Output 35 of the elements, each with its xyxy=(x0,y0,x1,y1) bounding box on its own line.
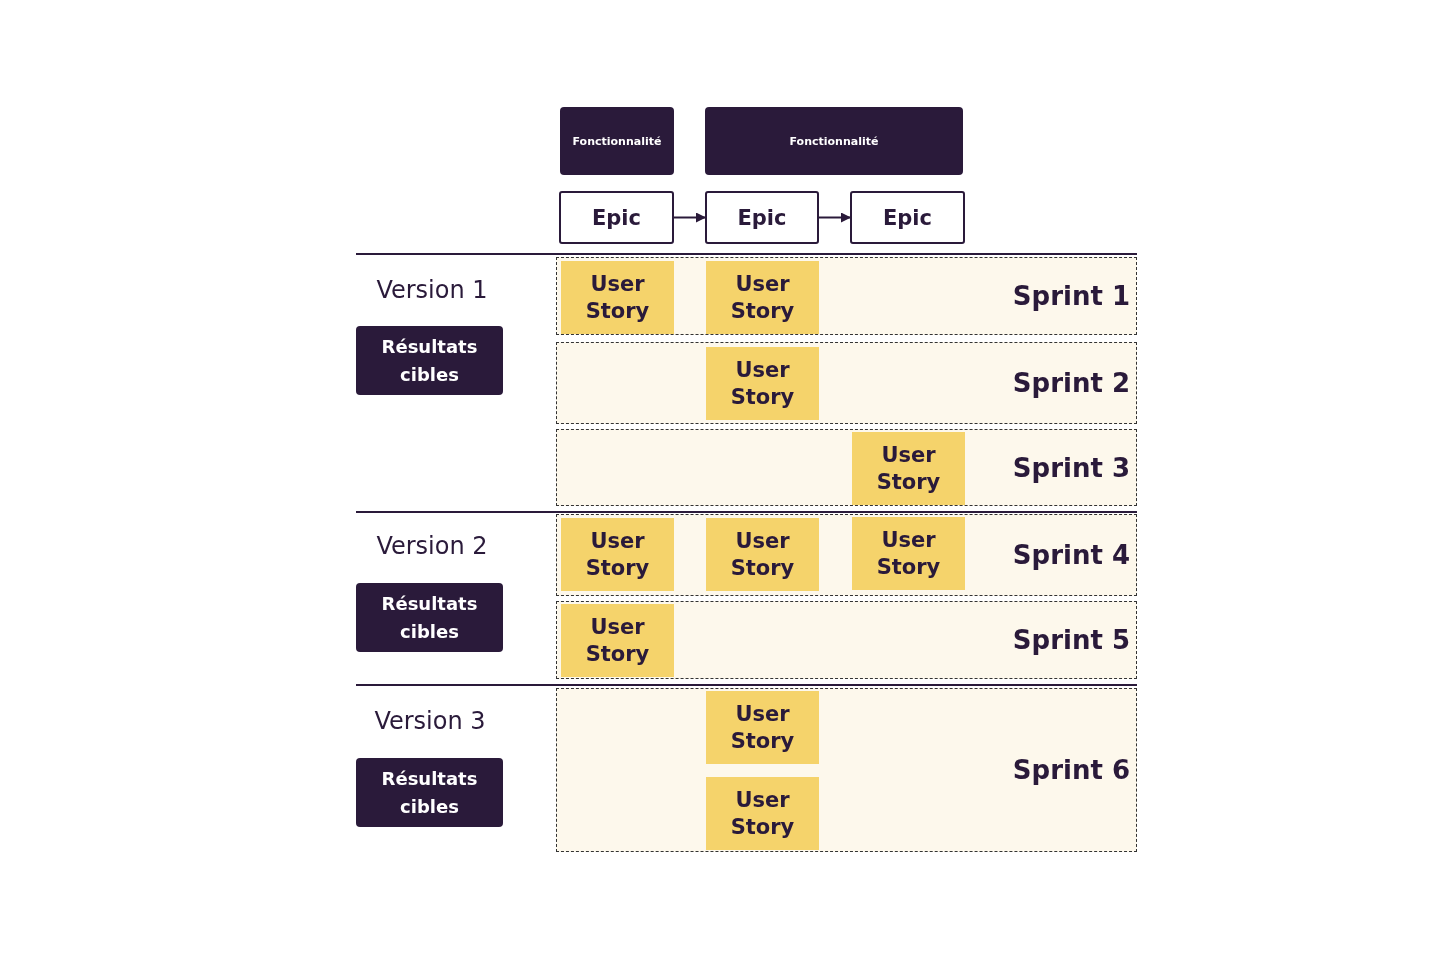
version-label: Version 3 xyxy=(374,707,486,735)
outcome-box: Résultats cibles xyxy=(356,326,503,395)
user-story-card: User Story xyxy=(706,691,819,764)
user-story-card: User Story xyxy=(561,518,674,591)
sprint-label: Sprint 1 xyxy=(1012,281,1130,311)
arrow xyxy=(818,212,851,223)
outcome-box: Résultats cibles xyxy=(356,758,503,827)
feature-box: Fonctionnalité xyxy=(560,107,674,175)
version-label: Version 1 xyxy=(376,276,488,304)
user-story-card: User Story xyxy=(706,777,819,850)
user-story-card: User Story xyxy=(706,261,819,334)
sprint-band xyxy=(556,688,1137,852)
sprint-label: Sprint 4 xyxy=(1012,540,1130,570)
sprint-band xyxy=(556,429,1137,506)
sprint-band xyxy=(556,601,1137,679)
user-story-card: User Story xyxy=(706,347,819,420)
sprint-label: Sprint 3 xyxy=(1012,452,1130,483)
sprint-label: Sprint 5 xyxy=(1012,625,1130,655)
epic-box: Epic xyxy=(705,191,819,244)
outcome-box: Résultats cibles xyxy=(356,583,503,652)
sprint-band xyxy=(556,342,1137,424)
version-label: Version 2 xyxy=(376,532,488,560)
sprint-label: Sprint 2 xyxy=(1012,368,1130,398)
user-story-card: User Story xyxy=(852,432,965,505)
user-story-card: User Story xyxy=(852,517,965,590)
user-story-card: User Story xyxy=(561,261,674,334)
arrow xyxy=(673,212,706,223)
sprint-band xyxy=(556,257,1137,335)
feature-box: Fonctionnalité xyxy=(705,107,963,175)
epic-box: Epic xyxy=(559,191,674,244)
user-story-card: User Story xyxy=(706,518,819,591)
user-story-card: User Story xyxy=(561,604,674,677)
sprint-label: Sprint 6 xyxy=(1012,755,1130,785)
sprint-band xyxy=(556,514,1137,596)
epic-box: Epic xyxy=(850,191,965,244)
